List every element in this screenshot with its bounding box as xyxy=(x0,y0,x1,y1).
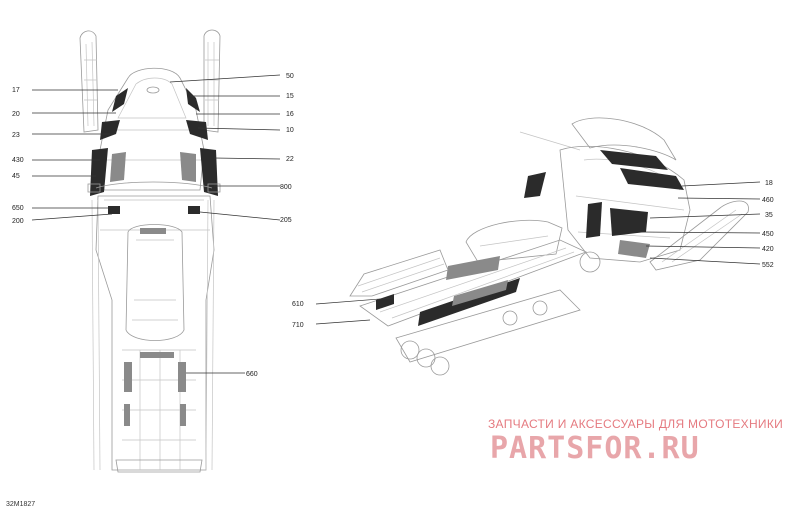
callout-22: 22 xyxy=(286,156,294,163)
callout-710: 710 xyxy=(292,322,304,329)
callout-16: 16 xyxy=(286,111,294,118)
callout-420: 420 xyxy=(762,246,774,253)
handlebar xyxy=(87,181,221,193)
callout-450: 450 xyxy=(762,231,774,238)
hood xyxy=(90,67,218,196)
watermark-tagline: ЗАПЧАСТИ И АКСЕССУАРЫ ДЛЯ МОТОТЕХНИКИ xyxy=(488,417,783,431)
callout-430: 430 xyxy=(12,157,24,164)
callout-labels: 17 20 23 430 45 650 200 50 15 16 10 22 8… xyxy=(12,73,774,378)
right-ski xyxy=(203,29,221,133)
callout-20: 20 xyxy=(12,111,20,118)
left-ski xyxy=(79,30,99,133)
watermark: ЗАПЧАСТИ И АКСЕССУАРЫ ДЛЯ МОТОТЕХНИКИ PA… xyxy=(488,417,783,466)
figure-code: 32M1827 xyxy=(6,501,35,508)
callout-200: 200 xyxy=(12,218,24,225)
chassis xyxy=(91,195,215,473)
callout-35: 35 xyxy=(765,212,773,219)
callout-18: 18 xyxy=(765,180,773,187)
snowmobile-top-view xyxy=(79,29,221,473)
callout-50: 50 xyxy=(286,73,294,80)
callout-650: 650 xyxy=(12,205,24,212)
watermark-logo: PARTSFOR.RU xyxy=(490,431,700,466)
callout-23: 23 xyxy=(12,132,20,139)
callout-17: 17 xyxy=(12,87,20,94)
snowmobile-side-view xyxy=(349,117,749,376)
callout-800: 800 xyxy=(280,184,292,191)
callout-552: 552 xyxy=(762,262,774,269)
callout-205: 205 xyxy=(280,217,292,224)
callout-45: 45 xyxy=(12,173,20,180)
callout-460: 460 xyxy=(762,197,774,204)
callout-10: 10 xyxy=(286,127,294,134)
callout-660: 660 xyxy=(246,371,258,378)
callout-610: 610 xyxy=(292,301,304,308)
callout-15: 15 xyxy=(286,93,294,100)
leader-lines xyxy=(31,74,761,374)
